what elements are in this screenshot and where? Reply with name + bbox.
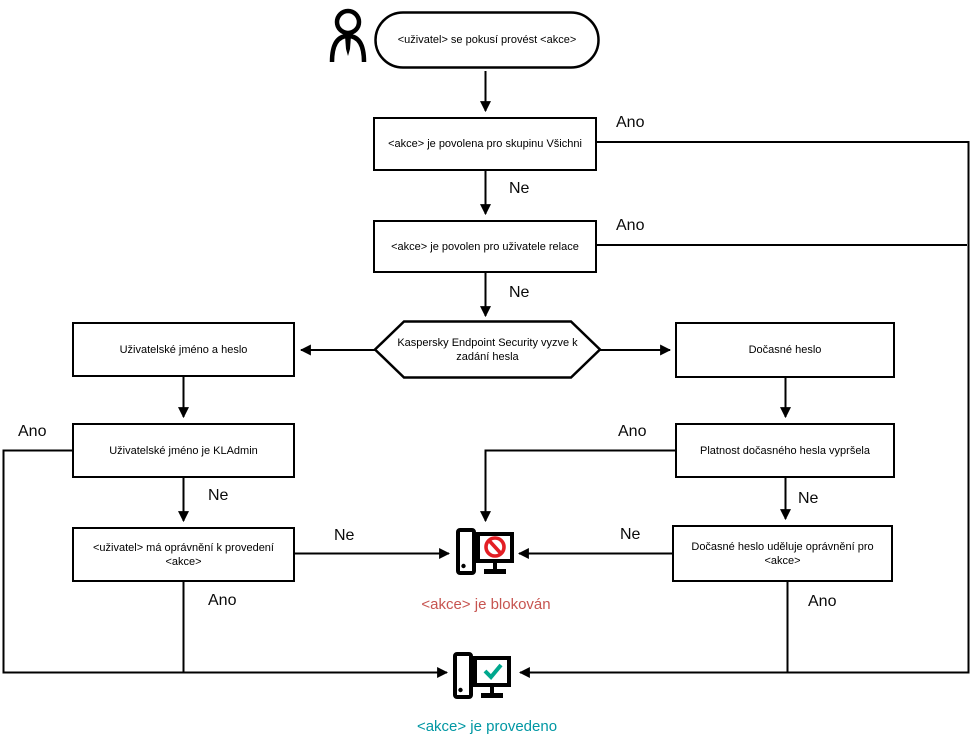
node-label: Dočasné heslo <box>748 344 822 356</box>
user-icon <box>329 8 367 63</box>
node-temporary-password-expired: Platnost dočasného hesla vypršela <box>675 423 895 478</box>
edge-label-yes: Ano <box>18 423 47 440</box>
edge-label-no: Ne <box>509 284 530 301</box>
edge-label-yes: Ano <box>208 592 237 609</box>
edge-label-no: Ne <box>509 180 530 197</box>
success-computer-icon <box>453 652 511 699</box>
checkmark-icon <box>483 663 503 680</box>
node-label: <akce> je povolena pro skupinu Všichni <box>388 138 582 150</box>
edge-label-no: Ne <box>334 527 355 544</box>
edge-label-yes: Ano <box>616 217 645 234</box>
node-label: Dočasné heslo uděluje oprávnění pro <akc… <box>691 540 874 567</box>
node-label: <uživatel> má oprávnění k provedení <akc… <box>92 541 274 568</box>
outcome-performed-label: <akce> je provedeno <box>416 718 558 735</box>
blocked-computer-icon <box>456 528 514 575</box>
node-temporary-password-grants: Dočasné heslo uděluje oprávnění pro <akc… <box>672 525 893 582</box>
edge-label-no: Ne <box>620 526 641 543</box>
node-label: Uživatelské jméno je KLAdmin <box>109 444 258 457</box>
node-start: <uživatel> se pokusí provést <akce> <box>383 14 591 66</box>
node-label: Platnost dočasného hesla vypršela <box>700 444 870 457</box>
node-allowed-for-everyone: <akce> je povolena pro skupinu Všichni <box>373 117 597 171</box>
node-label: <akce> je povolen pro uživatele relace <box>391 240 579 253</box>
prohibition-icon <box>484 536 506 558</box>
node-label: Uživatelské jméno a heslo <box>119 343 248 356</box>
outcome-blocked-label: <akce> je blokován <box>421 596 551 613</box>
edge-label-yes: Ano <box>808 593 837 610</box>
edge-label-yes: Ano <box>616 114 645 131</box>
node-start-label: <uživatel> se pokusí provést <akce> <box>397 34 577 46</box>
node-label: Kaspersky Endpoint Security vyzve k zadá… <box>397 336 578 363</box>
node-username-and-password: Uživatelské jméno a heslo <box>72 322 295 377</box>
node-allowed-for-session-user: <akce> je povolen pro uživatele relace <box>373 220 597 273</box>
node-password-prompt: Kaspersky Endpoint Security vyzve k zadá… <box>387 321 588 378</box>
edge-label-yes: Ano <box>618 423 647 440</box>
edge-label-no: Ne <box>208 487 229 504</box>
node-username-is-kladmin: Uživatelské jméno je KLAdmin <box>72 423 295 478</box>
edge-label-no: Ne <box>798 490 819 507</box>
node-temporary-password: Dočasné heslo <box>675 322 895 378</box>
node-user-has-permission: <uživatel> má oprávnění k provedení <akc… <box>72 527 295 582</box>
